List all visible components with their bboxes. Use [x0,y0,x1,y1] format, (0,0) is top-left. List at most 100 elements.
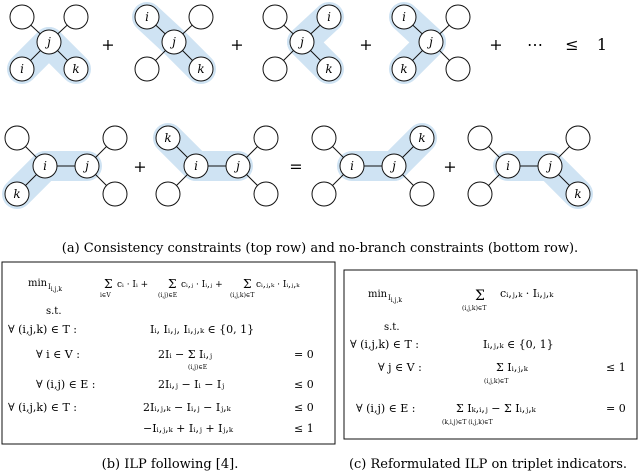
ilp-b-r2-lhs: ∀ i ∈ V : [36,348,80,361]
ilp-c-r2-lhs: ∀ j ∈ V : [378,361,422,374]
operators: + + + + ⋯ ≤ 1 + = + [101,35,607,176]
ilp-b-r3-lhs: ∀ (i,j) ∈ E : [36,378,96,391]
ilp-b-r4-rhs: ≤ 0 [294,401,314,414]
node-bot-1-i-label: i [43,159,47,173]
ilp-c-min: min [368,289,388,300]
node-top-1-tr [63,4,89,30]
node-top-3-bl [262,56,288,82]
op-plus-1: + [101,35,114,54]
node-top-2-tl-label: i [145,10,149,24]
node-top-1-br-label: k [72,62,79,76]
node-bot-4-j-label: j [545,159,552,173]
ilp-b-min: min [28,278,48,289]
node-top-4-center [418,29,444,55]
op-plus-3: + [359,35,372,54]
caption-c: (c) Reformulated ILP on triplet indicato… [349,457,627,472]
node-bot-2-i [183,153,209,179]
ilp-c-r2-rhs: ≤ 1 [606,361,626,374]
node-top-2-tl [134,4,160,30]
node-bot-2-rj_b [253,181,279,207]
node-bot-3-i-label: i [350,159,354,173]
ilp-b-box [1,261,336,445]
node-bot-1-rj_t [102,125,128,151]
node-top-1-center-label: j [44,35,51,49]
node-bot-3-li_t [311,125,337,151]
ilp-b-sum3-idx: (i,j,k)∈T [230,292,254,299]
node-top-2-center-label: j [169,35,176,49]
ilp-c-obj: cᵢ,ⱼ,ₖ · Iᵢ,ⱼ,ₖ [500,287,554,300]
node-top-1-bl [9,56,35,82]
ilp-c-box [343,269,638,440]
ilp-c-min-sub: Ii,j,k [388,294,402,304]
ilp-c-r2-sub: (i,j,k)∈T [484,378,508,385]
ilp-c-r3-sub: (k,i,j)∈T (i,j,k)∈T [442,419,493,426]
node-bot-2-j [225,153,251,179]
op-dots: ⋯ [527,35,543,54]
node-bot-1-j-label: j [82,159,89,173]
ilp-b-sum2-idx: (i,j)∈E [158,292,177,299]
ilp-b-term1: cᵢ · Iᵢ + [117,280,148,290]
ilp-b-r4-lhs: ∀ (i,j,k) ∈ T : [8,401,77,414]
ilp-b-r5-mid: −Iᵢ,ⱼ,ₖ + Iᵢ,ⱼ + Iⱼ,ₖ [143,422,234,435]
ilp-c-sum-idx: (i,j,k)∈T [462,305,486,312]
node-top-4-tl-label: i [402,10,406,24]
node-top-4-center-label: j [426,35,433,49]
ilp-b-term3: cᵢ,ⱼ,ₖ · Iᵢ,ⱼ,ₖ [256,280,300,290]
node-top-4-tr [445,4,471,30]
op-equals: = [289,157,302,176]
ilp-b-sum1: Σ [104,277,112,291]
node-top-2-bl [134,56,160,82]
node-top-3-tr-label: i [327,10,331,24]
node-top-4-tl [391,4,417,30]
ilp-c-r1-lhs: ∀ (i,j,k) ∈ T : [350,338,419,351]
op-plus-2: + [230,35,243,54]
node-bot-4-j [537,153,563,179]
node-top-2-br [188,56,214,82]
node-bot-4-rj_t [565,125,591,151]
node-top-1-tl [9,4,35,30]
node-bot-3-j [381,153,407,179]
op-one: 1 [597,35,607,54]
node-bot-3-rj_t [409,125,435,151]
ilp-c-st: s.t. [384,322,400,333]
ilp-b: min Ii,j,k Σ i∈V cᵢ · Iᵢ + Σ (i,j)∈E cᵢ,… [8,277,314,435]
node-top-2-tr [188,4,214,30]
node-bot-4-rj_b [565,181,591,207]
ilp-b-r5-rhs: ≤ 1 [294,422,314,435]
node-top-4-br [445,56,471,82]
op-plus-4: + [489,35,502,54]
ilp-b-r3-mid: 2Iᵢ,ⱼ − Iᵢ − Iⱼ [158,378,224,391]
node-bot-3-j-label: j [389,159,396,173]
op-leq: ≤ [565,35,578,54]
ilp-c-r2-mid: Σ Iᵢ,ⱼ,ₖ [496,361,529,374]
ilp-b-sum1-idx: i∈V [100,292,111,299]
node-bot-1-rj_b [102,181,128,207]
node-top-3-br [316,56,342,82]
caption-b: (b) ILP following [4]. [102,457,239,472]
ilp-b-r4-mid: 2Iᵢ,ⱼ,ₖ − Iᵢ,ⱼ − Iⱼ,ₖ [143,401,232,414]
ilp-b-r2-sub: (i,j)∈E [188,364,207,371]
node-top-4-bl-label: k [400,62,407,76]
node-bot-2-li_t [155,125,181,151]
node-bot-1-li_b [4,181,30,207]
node-bot-2-li_t-label: k [164,131,171,145]
node-bot-1-i [32,153,58,179]
node-bot-4-i [495,153,521,179]
ilp-c-r3-mid: Σ Iₖ,ᵢ,ⱼ − Σ Iᵢ,ⱼ,ₖ [456,402,537,415]
node-bot-1-li_t [4,125,30,151]
node-top-1-center [36,29,62,55]
node-bot-4-i-label: i [506,159,510,173]
node-top-3-tl [262,4,288,30]
node-bot-3-rj_b [409,181,435,207]
node-bot-4-li_b [467,181,493,207]
node-bot-2-rj_t [253,125,279,151]
caption-a: (a) Consistency constraints (top row) an… [62,241,578,256]
ilp-c-sum: Σ [475,288,485,304]
ilp-b-sum3: Σ [243,277,251,291]
ilp-b-st: s.t. [46,306,62,317]
ilp-b-term2: cᵢ,ⱼ · Iᵢ,ⱼ + [181,280,223,290]
node-top-1-bl-label: i [20,62,24,76]
node-bot-3-li_b [311,181,337,207]
